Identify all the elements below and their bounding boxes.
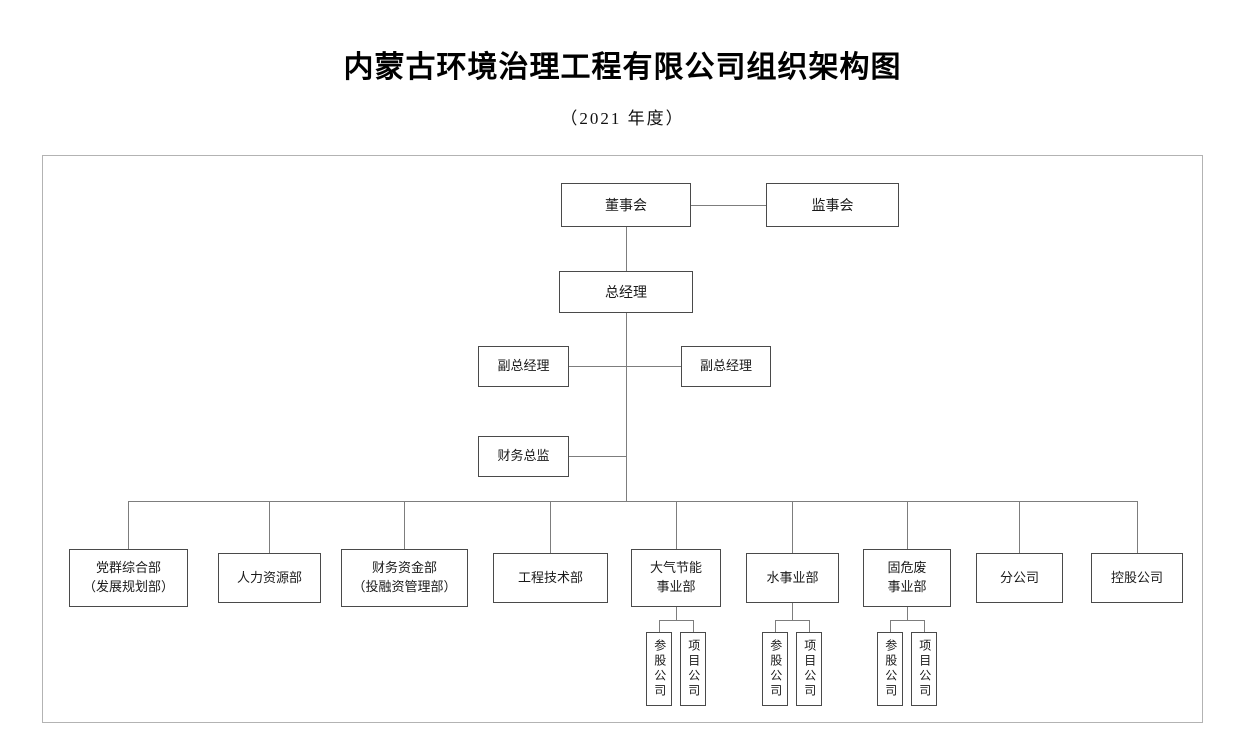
node-dept-engineering-tech: 工程技术部 (493, 553, 608, 603)
connector-line (128, 501, 1137, 502)
node-label: 副总经理 (699, 358, 752, 374)
connector-line (775, 620, 809, 621)
connector-line (1019, 501, 1020, 553)
connector-line (550, 501, 551, 553)
node-label: 参股公司 (883, 639, 898, 699)
node-label: 事业部 (656, 579, 696, 594)
node-label: 参股公司 (768, 639, 783, 699)
node-label: 大气节能 (649, 560, 702, 576)
node-label: 工程技术部 (517, 569, 583, 585)
org-chart-frame: 董事会 监事会 总经理 副总经理 副总经理 财务总监 党群综合部 （发展规划部）… (42, 155, 1203, 723)
connector-line (792, 501, 793, 553)
connector-line (626, 227, 627, 271)
node-label: 控股公司 (1110, 569, 1163, 585)
node-label: 参股公司 (652, 639, 667, 699)
connector-line (626, 366, 681, 367)
node-label: 水事业部 (766, 569, 819, 585)
node-label: 副总经理 (497, 358, 550, 374)
connector-line (569, 456, 626, 457)
connector-line (809, 620, 810, 632)
node-deputy-gm-right: 副总经理 (681, 346, 771, 387)
node-label: 项目公司 (917, 639, 932, 699)
node-label: 项目公司 (686, 639, 701, 699)
page-title: 内蒙古环境治理工程有限公司组织架构图 (343, 51, 902, 84)
node-label: 总经理 (605, 283, 647, 300)
node-finance-director: 财务总监 (478, 436, 569, 477)
node-dept-human-resources: 人力资源部 (218, 553, 321, 603)
node-general-manager: 总经理 (559, 271, 693, 313)
node-deputy-gm-left: 副总经理 (478, 346, 569, 387)
node-dept-party-affairs: 党群综合部 （发展规划部） (69, 549, 188, 607)
connector-line (775, 620, 776, 632)
connector-line (676, 501, 677, 549)
connector-line (676, 607, 677, 620)
page-subtitle: （2021 年度） (560, 109, 685, 128)
node-equity-company: 参股公司 (762, 632, 788, 706)
node-equity-company: 参股公司 (646, 632, 672, 706)
connector-line (128, 501, 129, 549)
node-dept-branch-company: 分公司 (976, 553, 1063, 603)
node-board-of-directors: 董事会 (561, 183, 691, 227)
node-label: 分公司 (999, 569, 1039, 585)
connector-line (626, 313, 627, 501)
connector-line (569, 366, 626, 367)
node-dept-atmospheric-energy: 大气节能 事业部 (631, 549, 721, 607)
node-project-company: 项目公司 (680, 632, 706, 706)
node-dept-finance-capital: 财务资金部 （投融资管理部） (341, 549, 468, 607)
node-label: 财务总监 (497, 448, 550, 464)
connector-line (907, 501, 908, 549)
connector-line (890, 620, 891, 632)
node-label: 项目公司 (802, 639, 817, 699)
node-project-company: 项目公司 (911, 632, 937, 706)
connector-line (693, 620, 694, 632)
node-label: 固危废 (887, 560, 927, 576)
node-label: 党群综合部 (95, 560, 161, 576)
connector-line (404, 501, 405, 549)
node-dept-solid-hazardous-waste: 固危废 事业部 (863, 549, 951, 607)
connector-line (691, 205, 766, 206)
node-label: 监事会 (811, 196, 854, 213)
node-label: 财务资金部 (371, 560, 437, 576)
node-label: （投融资管理部） (352, 579, 457, 594)
connector-line (890, 620, 924, 621)
connector-line (659, 620, 693, 621)
node-supervisory-board: 监事会 (766, 183, 899, 227)
connector-line (1137, 501, 1138, 553)
node-label: 事业部 (887, 579, 927, 594)
connector-line (269, 501, 270, 553)
connector-line (792, 603, 793, 620)
node-dept-water-business: 水事业部 (746, 553, 839, 603)
connector-line (659, 620, 660, 632)
connector-line (907, 607, 908, 620)
node-dept-holding-company: 控股公司 (1091, 553, 1183, 603)
node-label: 董事会 (605, 196, 647, 213)
node-project-company: 项目公司 (796, 632, 822, 706)
node-label: 人力资源部 (236, 569, 302, 585)
connector-line (924, 620, 925, 632)
node-equity-company: 参股公司 (877, 632, 903, 706)
node-label: （发展规划部） (82, 579, 174, 594)
